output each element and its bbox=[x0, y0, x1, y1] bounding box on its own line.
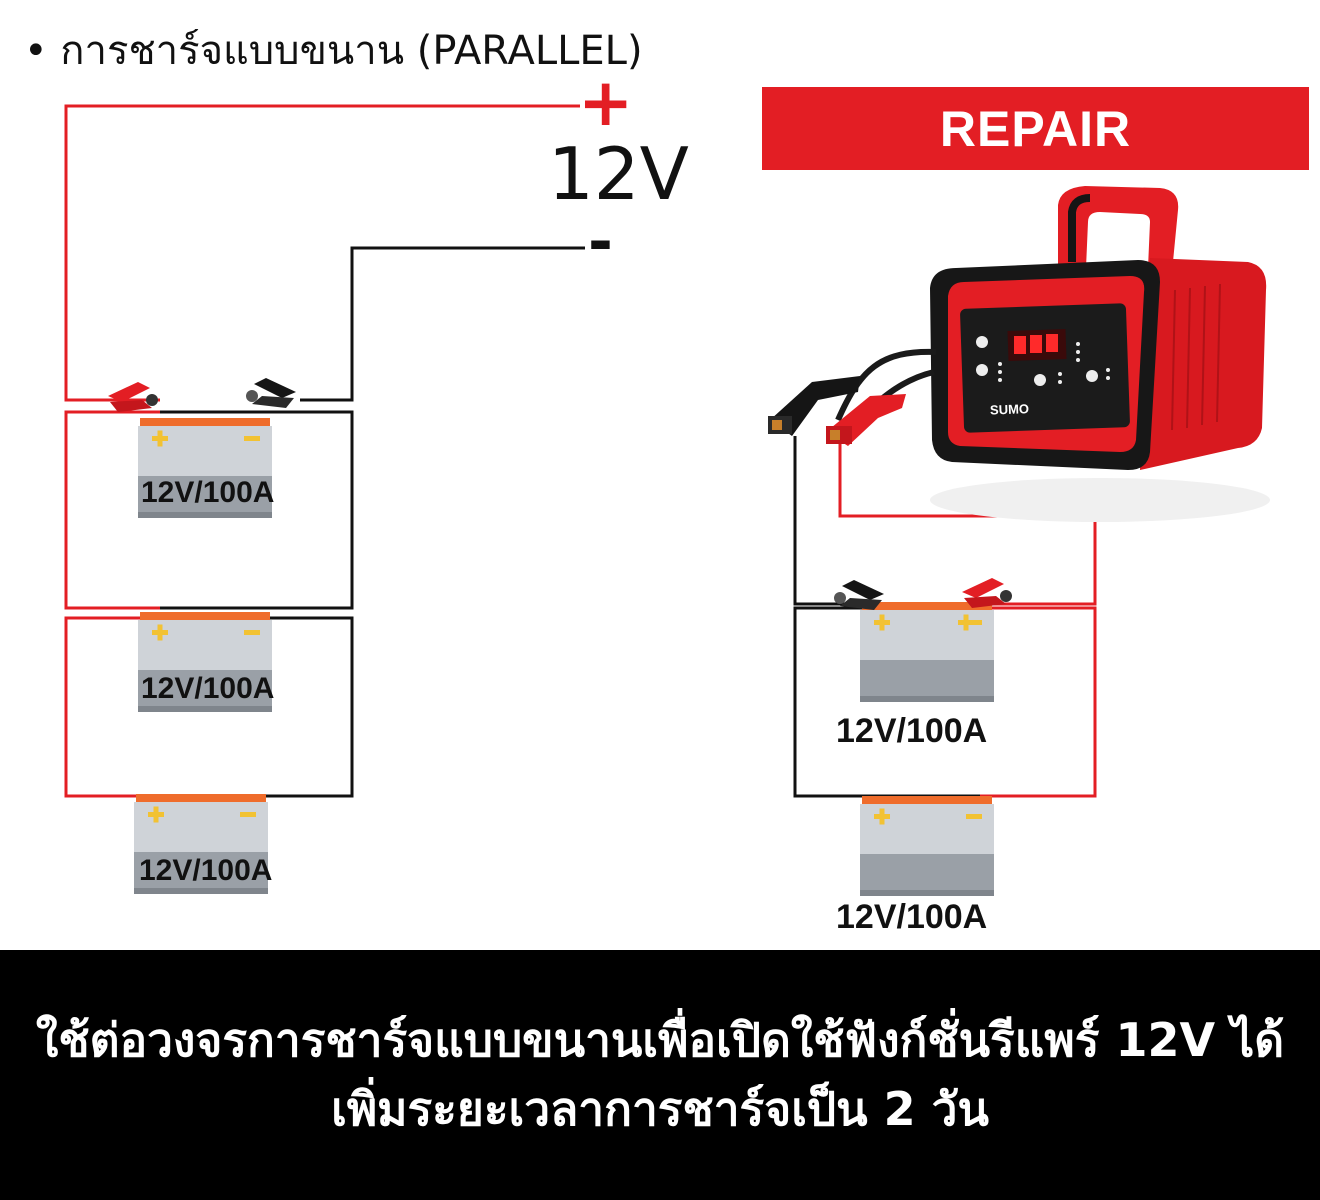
left-positive-wire bbox=[64, 104, 580, 402]
left-battery-2-label: 12V/100A bbox=[141, 672, 275, 705]
right-battery-1-label: 12V/100A bbox=[836, 712, 988, 750]
right-battery-1 bbox=[860, 602, 994, 702]
right-loop-red bbox=[980, 606, 1097, 798]
footer-banner: ใช้ต่อวงจรการชาร์จแบบขนานเพื่อเปิดใช้ฟัง… bbox=[0, 950, 1320, 1200]
right-battery-2 bbox=[860, 796, 994, 896]
charger-brand: SUMO bbox=[990, 401, 1029, 417]
right-battery-1-terminals bbox=[874, 614, 974, 631]
left-negative-wire bbox=[300, 246, 585, 402]
left-battery-1-label: 12V/100A bbox=[141, 476, 275, 509]
left-red-loop-1 bbox=[64, 410, 160, 610]
left-black-clamp-icon bbox=[246, 378, 296, 408]
right-red-clamp-icon bbox=[962, 578, 1012, 608]
footer-line-2: เพิ่มระยะเวลาการชาร์จเป็น 2 วัน bbox=[331, 1082, 989, 1136]
left-battery-3-label: 12V/100A bbox=[139, 854, 273, 887]
charger-red-clamp-icon bbox=[826, 394, 906, 446]
right-black-clamp-icon bbox=[834, 580, 884, 610]
charger-unit: SUMO bbox=[768, 186, 1270, 522]
charger-black-clamp-icon bbox=[768, 376, 860, 436]
repair-badge: REPAIR bbox=[762, 87, 1309, 170]
right-charger-negative-lead bbox=[793, 436, 870, 606]
negative-terminal-label: - bbox=[588, 207, 613, 277]
wiring-diagram: SUMO bbox=[64, 104, 1270, 896]
left-red-loop-2 bbox=[64, 616, 160, 798]
footer-line-1: ใช้ต่อวงจรการชาร์จแบบขนานเพื่อเปิดใช้ฟัง… bbox=[35, 1013, 1285, 1067]
positive-terminal-label: + bbox=[578, 64, 634, 141]
page-title: • การชาร์จแบบขนาน (PARALLEL) bbox=[24, 28, 643, 74]
right-battery-2-label: 12V/100A bbox=[836, 898, 988, 936]
left-red-clamp-icon bbox=[108, 382, 158, 412]
voltage-label: 12V bbox=[548, 132, 689, 216]
